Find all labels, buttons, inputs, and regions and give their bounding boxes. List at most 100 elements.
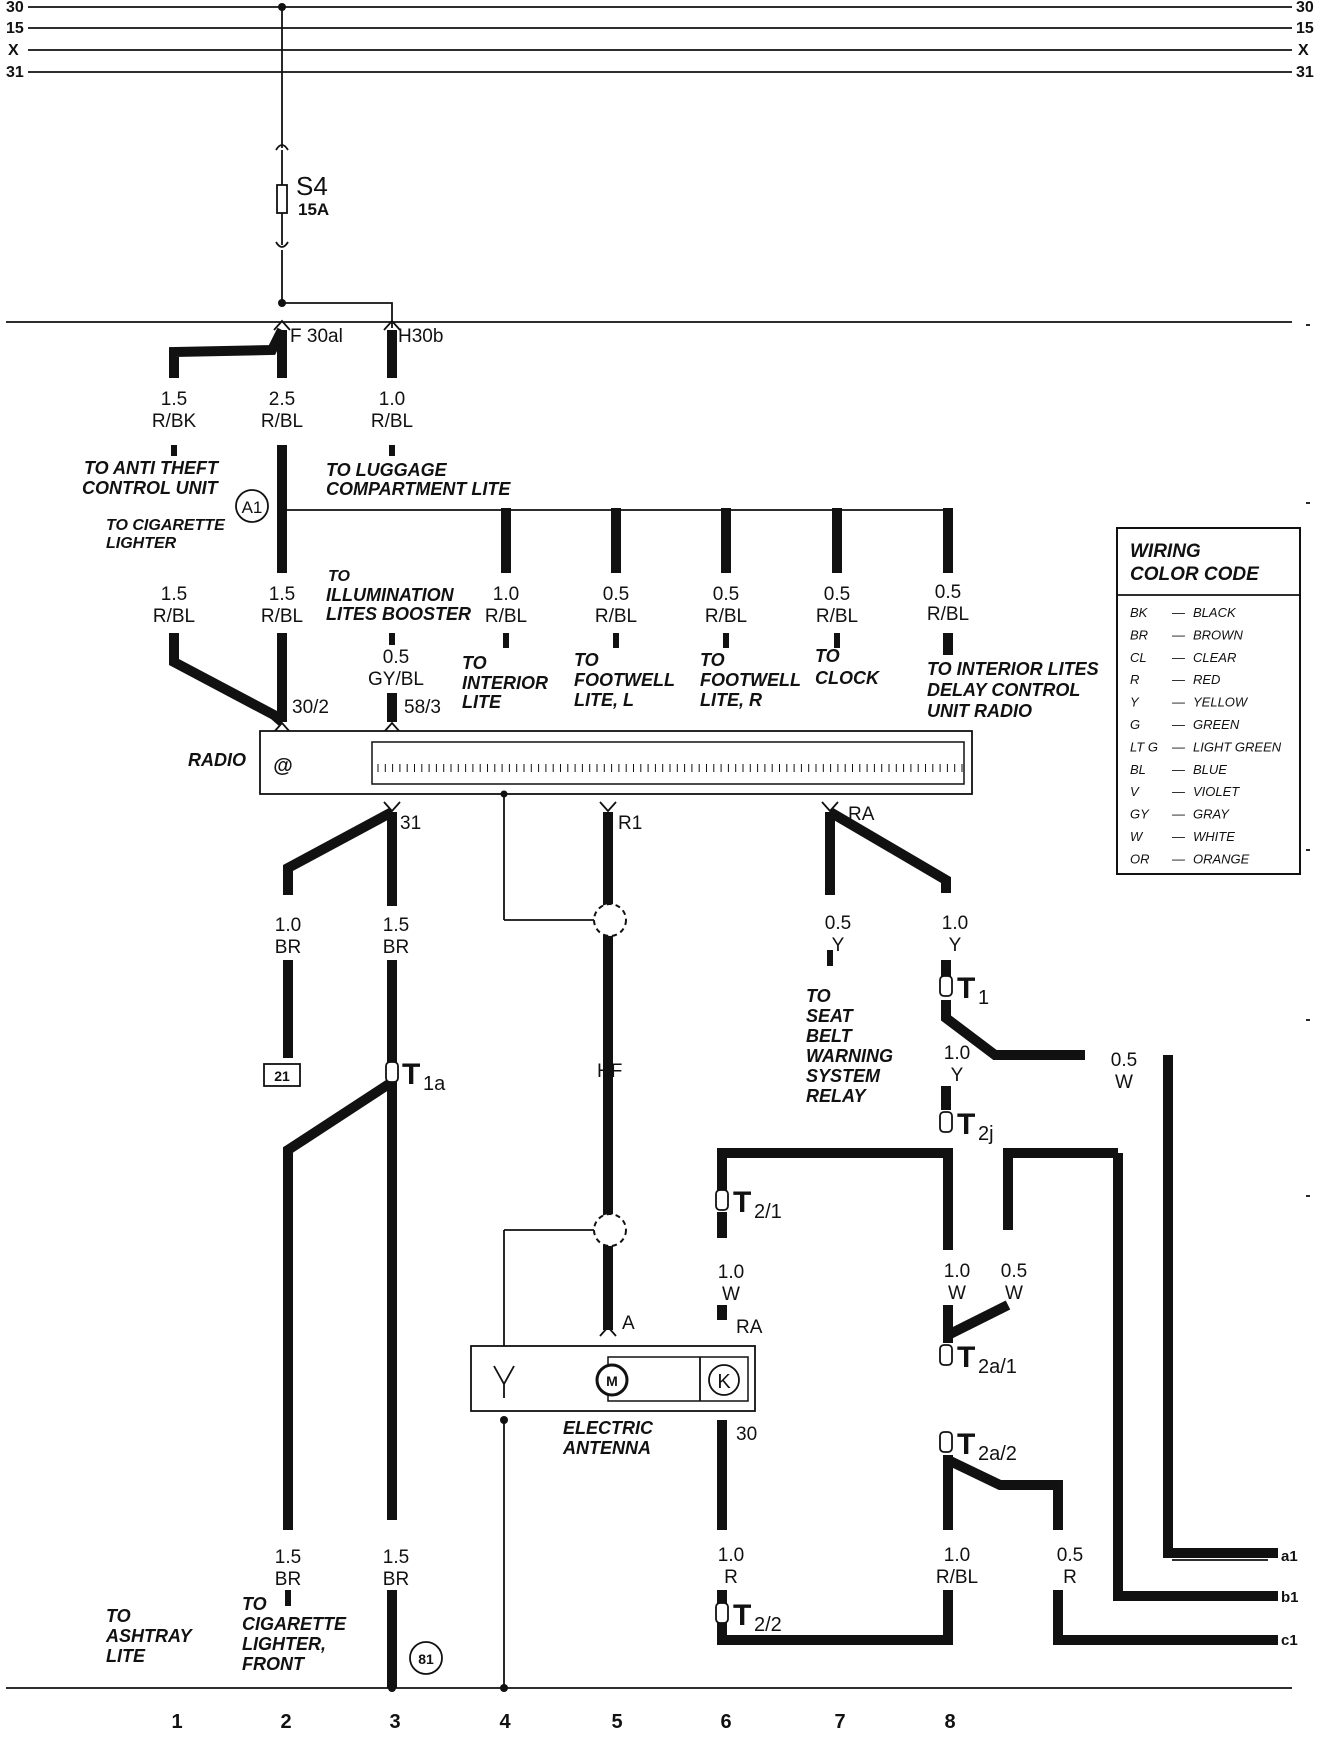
wire-gauge: 1.0 — [493, 584, 519, 605]
legend-dash: — — [1171, 807, 1186, 822]
antenna-terminal-a: A — [622, 1313, 635, 1334]
legend-color-name: BLUE — [1193, 762, 1227, 777]
note-footwell-l-3: LITE, L — [574, 690, 634, 710]
note-anti-theft-2: CONTROL UNIT — [82, 478, 220, 498]
legend-abbr: GY — [1130, 807, 1150, 822]
motor-icon: M — [606, 1373, 618, 1389]
note-seat-belt-1: TO — [806, 986, 831, 1006]
wire-color: R/BL — [816, 606, 858, 627]
wire-gauge: 1.0 — [942, 913, 968, 934]
note-illum-3: LITES BOOSTER — [326, 604, 471, 624]
legend-color-name: LIGHT GREEN — [1193, 739, 1282, 754]
note-illum-2: ILLUMINATION — [326, 585, 455, 605]
note-cig-front-4: FRONT — [242, 1654, 306, 1674]
wire-gauge: 1.0 — [718, 1262, 744, 1283]
svg-text:T: T — [957, 972, 975, 1005]
note-seat-belt-4: WARNING — [806, 1046, 893, 1066]
note-interior-1: TO — [462, 653, 487, 673]
output-labels: a1 b1 c1 — [1281, 1548, 1299, 1649]
svg-text:T: T — [957, 1108, 975, 1141]
note-interior-delay-1: TO INTERIOR LITES — [927, 659, 1099, 679]
wire-gauge: 0.5 — [1111, 1050, 1137, 1071]
legend-abbr: Y — [1130, 695, 1140, 710]
wire-color: R/BL — [595, 606, 637, 627]
legend-dash: — — [1171, 650, 1186, 665]
svg-text:T: T — [957, 1428, 975, 1461]
wire-color: R/BL — [261, 411, 303, 432]
antenna-terminal-30: 30 — [736, 1424, 757, 1445]
note-interior-delay-3: UNIT RADIO — [927, 701, 1032, 721]
note-cig-lighter-1: TO CIGARETTE — [106, 517, 226, 534]
legend-color-name: VIOLET — [1193, 784, 1240, 799]
radio-terminal-58-3: 58/3 — [404, 697, 441, 718]
note-anti-theft-1: TO ANTI THEFT — [84, 458, 220, 478]
note-clock-2: CLOCK — [815, 668, 881, 688]
svg-text:1a: 1a — [423, 1073, 446, 1095]
svg-text:2/1: 2/1 — [754, 1201, 782, 1223]
radio-terminal-30-2: 30/2 — [292, 697, 329, 718]
column-6: 6 — [720, 1711, 731, 1733]
column-2: 2 — [280, 1711, 291, 1733]
terminal-h30b: H30b — [398, 326, 443, 347]
svg-text:T: T — [402, 1058, 420, 1091]
column-numbers: 1 2 3 4 5 6 7 8 — [171, 1711, 955, 1733]
legend-color-name: CLEAR — [1193, 650, 1236, 665]
svg-text:2a/2: 2a/2 — [978, 1443, 1017, 1465]
wire-gauge: 1.5 — [383, 915, 409, 936]
legend-dash: — — [1171, 829, 1186, 844]
margin-ticks — [1306, 324, 1310, 1197]
legend-dash: — — [1171, 627, 1186, 642]
note-footwell-r-1: TO — [700, 650, 725, 670]
wire-color: R/BL — [485, 606, 527, 627]
bus-label-x-left: X — [8, 42, 19, 59]
svg-text:T: T — [957, 1341, 975, 1374]
antenna-terminal-ra: RA — [736, 1317, 763, 1338]
svg-text:2a/1: 2a/1 — [978, 1356, 1017, 1378]
note-cig-front-2: CIGARETTE — [242, 1614, 347, 1634]
electric-antenna: M K ELECTRIC ANTENNA — [470, 1345, 756, 1458]
legend-dash: — — [1171, 739, 1186, 754]
wire-gauge: 0.5 — [713, 584, 739, 605]
legend-abbr: R — [1130, 672, 1139, 687]
legend-color-name: GRAY — [1193, 807, 1230, 822]
radio-connector-pins — [377, 764, 963, 772]
bus-label-15-right: 15 — [1296, 20, 1314, 37]
legend-dash: — — [1171, 717, 1186, 732]
legend-color-name: RED — [1193, 672, 1220, 687]
connector-t2a-1: T 2a/1 — [939, 1341, 1017, 1378]
legend-abbr: BR — [1130, 627, 1148, 642]
legend-color-name: ORANGE — [1193, 851, 1250, 866]
wire-color: W — [1115, 1072, 1133, 1093]
note-interior-3: LITE — [462, 692, 502, 712]
column-7: 7 — [834, 1711, 845, 1733]
note-cig-front-3: LIGHTER, — [242, 1634, 326, 1654]
note-ashtray-3: LITE — [106, 1646, 146, 1666]
bus-label-31-left: 31 — [6, 64, 24, 81]
legend-abbr: BL — [1130, 762, 1146, 777]
fuse-rating: 15A — [298, 200, 329, 219]
connector-t2-1: T 2/1 — [715, 1186, 782, 1223]
note-footwell-l-2: FOOTWELL — [574, 670, 675, 690]
legend-title-1: WIRING — [1130, 541, 1201, 562]
wire-color: R/BK — [152, 411, 197, 432]
lower-wiring: A HF RA 30 — [6, 790, 1292, 1692]
antenna-label-1: ELECTRIC — [563, 1418, 654, 1438]
note-illum-1: TO — [328, 568, 350, 585]
wire-gauge: 0.5 — [383, 647, 409, 668]
ground-refs: 21 81 — [263, 1063, 443, 1675]
wire-gauge: 1.0 — [718, 1545, 744, 1566]
output-a1: a1 — [1281, 1548, 1298, 1565]
wire-color: BR — [275, 1569, 301, 1590]
wire-labels: 1.5 R/BK 2.5 R/BL 1.0 R/BL 1.5 R/BL 1.5 … — [152, 389, 1137, 1590]
bus-label-x-right: X — [1298, 42, 1309, 59]
wire-gauge: 1.5 — [269, 584, 295, 605]
wire-gauge: 0.5 — [1001, 1261, 1027, 1282]
wire-color: BR — [383, 1569, 409, 1590]
wire-color: Y — [949, 935, 962, 956]
legend-abbr: W — [1130, 829, 1144, 844]
ground-81-label: 81 — [418, 1651, 434, 1667]
bus-label-30-right: 30 — [1296, 0, 1314, 16]
legend-abbr: BK — [1130, 605, 1149, 620]
bus-label-30-left: 30 — [6, 0, 24, 16]
